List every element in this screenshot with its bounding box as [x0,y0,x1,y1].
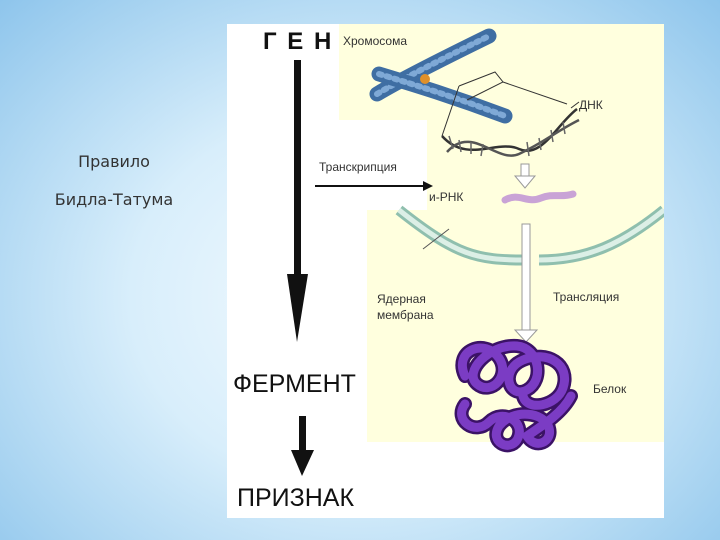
transcription-arrow [315,181,433,191]
caption-line-1: Правило [78,152,150,171]
zoom-lines [441,71,568,137]
enzyme-to-trait-arrow [291,416,314,476]
nuclear-membrane-label-line2: мембрана [377,308,434,322]
transcription-label: Транскрипция [319,160,397,174]
chromosome-icon [369,28,513,124]
protein-label: Белок [593,382,627,396]
diagram-graphics [287,28,664,476]
dna-label: ДНК [579,98,603,112]
gene-to-enzyme-arrow [287,60,308,342]
diagram-panel: Г Е Н Хромосома ДНК Транскрипция и-РНК Я… [227,24,664,518]
protein-icon [454,338,578,453]
mrna-strand-icon [501,190,577,204]
trait-label: ПРИЗНАК [237,484,355,512]
translation-arrow [513,223,539,343]
mrna-label: и-РНК [429,190,464,204]
nuclear-membrane-label-line1: Ядерная [377,292,426,306]
caption-line-2: Бидла-Татума [54,190,174,209]
dna-helix-icon [441,101,580,157]
transcription-small-arrow [513,163,537,189]
translation-label: Трансляция [553,290,620,304]
chromosome-label: Хромосома [343,34,408,48]
nuclear-membrane-icon [395,205,664,266]
enzyme-label: ФЕРМЕНТ [233,370,356,398]
gene-label: Г Е Н [263,28,334,55]
